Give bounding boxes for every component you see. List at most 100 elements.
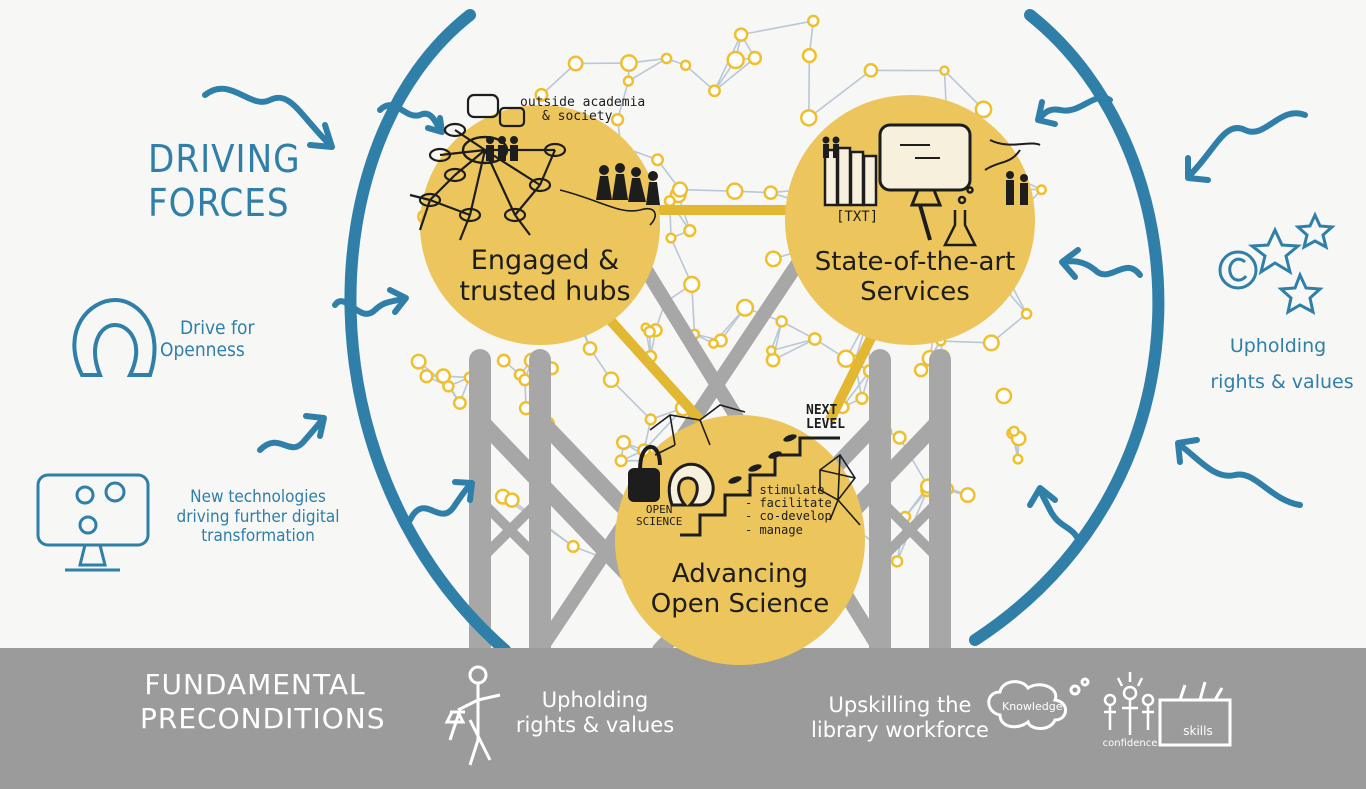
network-node [643, 325, 656, 339]
driving-forces-title: DRIVING FORCES [148, 137, 301, 225]
network-node [683, 223, 697, 238]
network-link [808, 69, 872, 119]
bottom-rights-line2: rights & values [515, 713, 675, 738]
monitor-gears-icon [36, 473, 150, 572]
step-facilitate: - facilitate [745, 496, 832, 511]
books-icon [823, 146, 878, 207]
network-node [496, 353, 511, 368]
openness-label: Drive for Openness [160, 317, 290, 362]
network-link [772, 338, 816, 361]
network-node [615, 434, 632, 451]
network-node [765, 352, 781, 368]
bottom-rights-line1: Upholding [541, 688, 649, 712]
cloud-icon [987, 677, 1090, 730]
toolbox-icon [1158, 681, 1232, 747]
stairs-doodle [680, 436, 840, 537]
open-science-title-line1: Advancing [671, 559, 809, 589]
hubs-note: outside academia & society [520, 95, 660, 125]
network-node [1020, 308, 1033, 320]
network-node [775, 315, 788, 328]
network-link [807, 55, 811, 118]
network-node [534, 87, 549, 102]
network-node [663, 194, 676, 208]
hubs-title: Engaged & trusted hubs [440, 245, 650, 307]
network-node [610, 113, 625, 127]
bottom-rights-label: Upholding rights & values [505, 688, 685, 738]
network-node [836, 349, 856, 368]
next-level-line1: NEXT [806, 403, 838, 418]
justitia-icon [444, 665, 501, 766]
wave-arrow-icon [1035, 94, 1113, 127]
next-level-label: NEXT LEVEL [806, 403, 845, 433]
network-node [763, 185, 779, 201]
new-tech-label: New technologies driving further digital… [148, 487, 368, 547]
new-tech-line2: driving further digital [176, 506, 340, 527]
network-node [622, 75, 635, 87]
network-node [452, 396, 467, 410]
network-node [665, 232, 677, 244]
preconditions-band [0, 648, 1366, 789]
hubs-network-doodle [409, 93, 656, 241]
preconditions-line2: PRECONDITIONS [140, 701, 386, 735]
wave-arrow-icon [1027, 485, 1083, 548]
preconditions-line1: FUNDAMENTAL [144, 668, 366, 701]
upskilling-label: Upskilling the library workforce [800, 693, 1000, 743]
network-node [566, 539, 580, 554]
network-node [726, 50, 745, 70]
wave-arrow-icon [1175, 437, 1303, 508]
wave-arrow-icon [1059, 247, 1143, 280]
network-node [614, 454, 628, 468]
open-science-circle [615, 415, 865, 665]
preconditions-title: FUNDAMENTAL PRECONDITIONS [140, 668, 386, 735]
flask-icon [918, 186, 978, 247]
network-link [628, 57, 667, 82]
network-node [518, 373, 532, 387]
network-node [620, 54, 638, 72]
network-node [442, 380, 455, 393]
network-node [582, 341, 598, 356]
copyright-icon [1218, 250, 1258, 290]
right-bracket-arc [969, 9, 1165, 646]
network-node [733, 27, 749, 42]
network-node [1008, 425, 1020, 437]
network-node [567, 55, 584, 72]
upskilling-line1: Upskilling the [828, 693, 972, 717]
open-science-small-label: OPEN SCIENCE [636, 503, 683, 529]
open-science-small-line1: OPEN [645, 503, 673, 516]
network-node [679, 59, 692, 72]
step-co-develop: - co-develop [745, 509, 832, 524]
network-link [943, 70, 985, 110]
network-node [1036, 184, 1047, 196]
wave-arrow-icon [377, 102, 445, 135]
network-link [898, 437, 929, 487]
right-rights-line2: rights & values [1210, 371, 1353, 393]
network-link [679, 188, 735, 192]
wave-arrow-icon [1185, 110, 1308, 183]
hubs-note-line2: & society [542, 109, 613, 125]
network-node [974, 100, 993, 119]
open-access-icon [72, 297, 157, 377]
network-node [764, 250, 782, 268]
openness-line2: Openness [160, 338, 245, 361]
network-node [1012, 453, 1024, 465]
open-science-small-line2: SCIENCE [636, 515, 683, 529]
wave-arrow-icon [332, 287, 409, 317]
mini-network-doodle [649, 404, 861, 526]
driving-forces-line1: DRIVING [148, 137, 301, 181]
network-node [939, 65, 950, 76]
network-node [651, 153, 665, 167]
network-link [740, 20, 814, 36]
network-link [616, 80, 630, 120]
network-node [959, 487, 976, 504]
open-science-steps: - stimulate - facilitate - co-develop - … [745, 483, 832, 537]
step-manage: - manage [745, 522, 803, 537]
skills-label: skills [1183, 724, 1213, 738]
network-node [660, 52, 673, 65]
open-access-icon [667, 462, 715, 507]
network-node [890, 555, 904, 568]
wave-arrow-icon [202, 85, 335, 150]
new-tech-line1: New technologies [190, 487, 326, 507]
network-node [644, 413, 657, 426]
right-rights-line1: Upholding [1230, 335, 1326, 357]
